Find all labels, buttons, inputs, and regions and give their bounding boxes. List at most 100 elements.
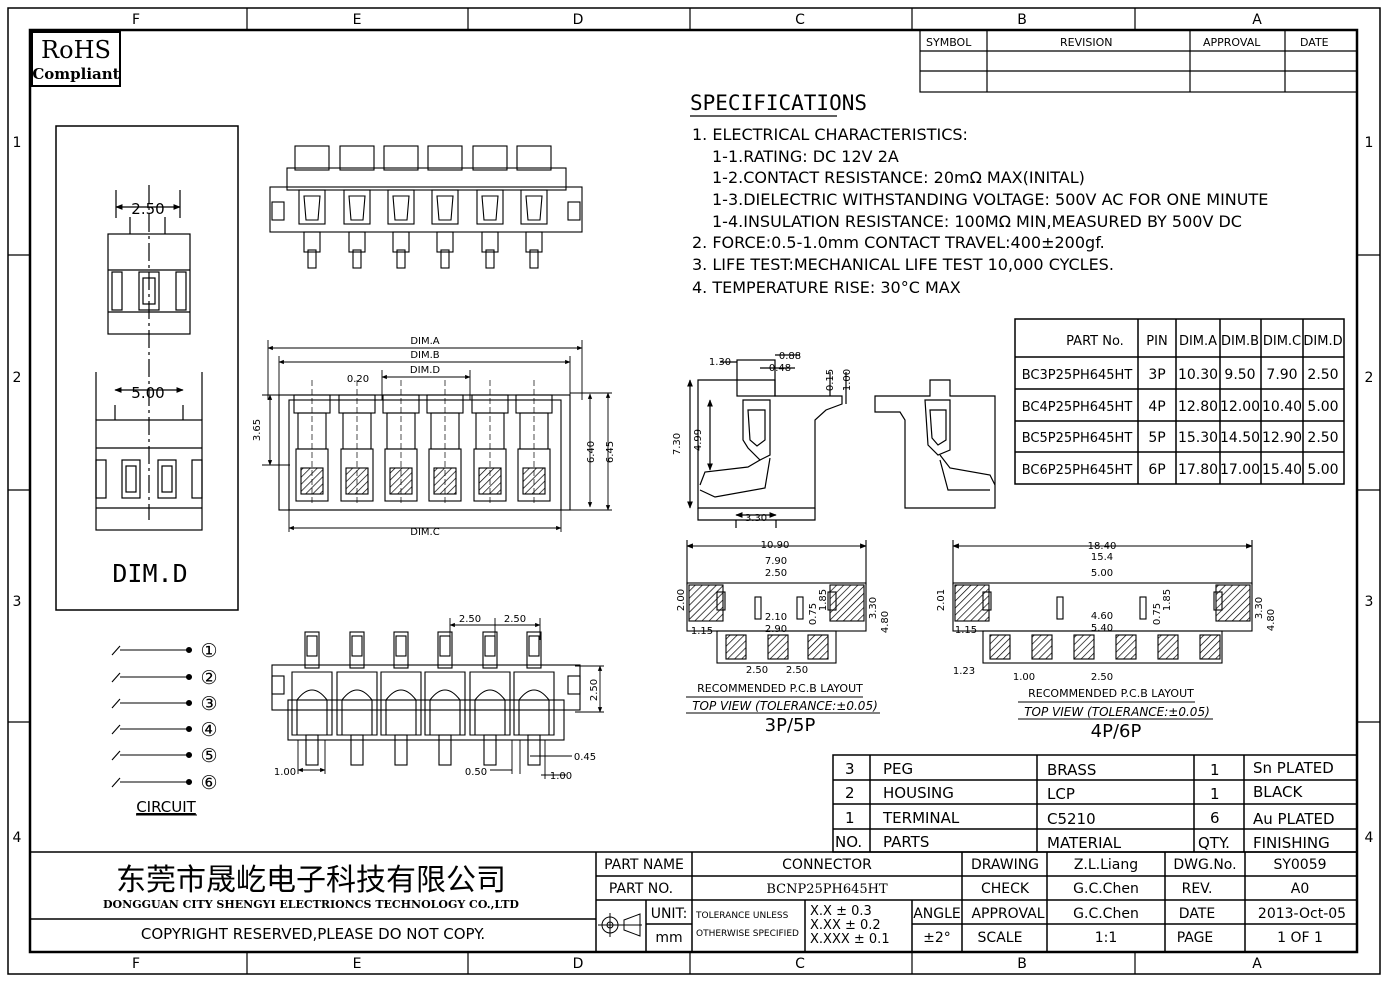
pin-cap: [383, 145, 419, 171]
pcb35-dim: 2.50: [786, 665, 808, 676]
dim-d-bottom-value: 5.00: [131, 384, 164, 402]
pcb-peg-pad-right: [1215, 584, 1251, 622]
zone-col-top-e: E: [353, 12, 362, 28]
tolerance-label-2: OTHERWISE SPECIFIED: [696, 929, 799, 939]
approval-value: G.C.Chen: [1073, 906, 1139, 922]
connector-side-view-2: [874, 379, 996, 509]
zone-col-top-f: F: [132, 12, 140, 28]
bom-cell: C5210: [1047, 810, 1096, 828]
pcb-layout-4p6p: [952, 540, 1253, 664]
tolerance-label-1: TOLERANCE UNLESS: [695, 911, 789, 921]
part-cell: 15.30: [1178, 430, 1218, 446]
bottom-height: 2.50: [589, 679, 600, 701]
connector-bottom-view: [271, 631, 581, 766]
bom-header: MATERIAL: [1047, 834, 1122, 852]
pin-bottom: [438, 734, 452, 766]
bom-header: QTY.: [1198, 834, 1230, 852]
solder-pad: [807, 634, 829, 660]
rohs-title: RoHS: [41, 36, 111, 64]
bom-cell: 1: [1210, 785, 1220, 803]
dim-d-panel: 2.50 5.00 DIM.D: [55, 125, 239, 611]
part-no-value: BCNP25PH645HT: [766, 882, 888, 897]
pcb46-caption-2: TOP VIEW (TOLERANCE:±0.05): [1024, 705, 1210, 719]
pin-slot: [439, 635, 451, 657]
bom-cell: TERMINAL: [882, 809, 960, 827]
pin-cap: [472, 145, 508, 171]
part-cell: 12.90: [1262, 430, 1302, 446]
pin-tail: [436, 231, 454, 253]
tolerance-value-1: X.X ± 0.3: [810, 904, 872, 919]
cell-dome: [474, 689, 506, 736]
switch-arm: [111, 645, 121, 656]
part-number-table: PART No. PIN DIM.A DIM.B DIM.C DIM.D BC3…: [1014, 318, 1345, 485]
pcb46-dim: 2.50: [1091, 672, 1113, 683]
pcb-peg-pad-right: [829, 584, 865, 622]
pin-top: [482, 631, 498, 669]
pin-tail: [481, 231, 499, 253]
pin-slot: [484, 635, 496, 657]
terminal-dot: [185, 725, 193, 733]
peg-slot-right: [827, 591, 837, 611]
pin-tip: [440, 249, 450, 269]
dim-d-ref-label: DIM.D: [410, 365, 440, 376]
pcb35-dim: 10.90: [761, 540, 790, 551]
solder-pad: [1199, 634, 1221, 660]
height-365-value: 3.65: [252, 419, 263, 441]
angle-value: ±2°: [923, 930, 951, 946]
peg-right: [567, 201, 581, 221]
pcb35-dim: 2.50: [765, 568, 787, 579]
pin-tip: [307, 249, 317, 269]
pcb46-dim: 15.4: [1091, 552, 1113, 563]
title-block: 东莞市晟屹电子科技有限公司 DONGGUAN CITY SHENGYI ELEC…: [30, 851, 1357, 952]
rev-value: A0: [1291, 881, 1309, 897]
spec-line: 4. TEMPERATURE RISE: 30°C MAX: [692, 278, 961, 297]
pin-number: ②: [200, 667, 217, 689]
solder-pad: [725, 634, 747, 660]
rohs-subtitle: Compliant: [32, 65, 119, 83]
circuit-label: CIRCUIT: [136, 798, 196, 816]
side-dim-048: 0.48: [769, 363, 791, 374]
pin-bottom: [527, 734, 541, 766]
part-name-label: PART NAME: [604, 857, 684, 873]
pin-tail: [525, 231, 543, 253]
zone-row-left-3: 3: [13, 594, 22, 610]
peg-left: [271, 675, 285, 695]
pin-bottom: [483, 734, 497, 766]
inner-border: [28, 28, 1359, 954]
solder-pad: [1031, 634, 1053, 660]
pin-bottom: [305, 734, 319, 766]
zone-col-top-b: B: [1017, 12, 1027, 28]
pin-tail: [348, 231, 366, 253]
bom-cell: PEG: [883, 760, 913, 778]
side-dim-499: 4.99: [693, 429, 704, 451]
zone-col-top-a: A: [1252, 12, 1262, 28]
part-cell: 9.50: [1224, 367, 1255, 383]
part-cell: 2.50: [1307, 367, 1338, 383]
pcb35-dim: 2.00: [676, 589, 687, 611]
zone-row-right-3: 3: [1365, 594, 1374, 610]
switch-arm: [111, 672, 121, 683]
zone-row-left-4: 4: [13, 830, 22, 846]
pcb46-caption: RECOMMENDED P.C.B LAYOUT: [1028, 687, 1194, 700]
bottom-w1: 1.00: [274, 767, 296, 778]
pin-tail: [303, 231, 321, 253]
pcb46-dim: 2.01: [936, 589, 947, 611]
zone-col-bottom-c: C: [795, 956, 805, 972]
cell: [291, 671, 333, 736]
spec-line: 1-4.INSULATION RESISTANCE: 100MΩ MIN,MEA…: [712, 212, 1242, 231]
part-cell: 3P: [1148, 367, 1165, 383]
pin-number: ⑤: [200, 745, 217, 767]
part-header: PART No.: [1066, 334, 1124, 349]
solder-pad: [1115, 634, 1137, 660]
housing-inner: [288, 399, 562, 511]
bom-cell: 1: [1210, 761, 1220, 779]
part-cell: 17.00: [1220, 462, 1260, 478]
pin-slot: [528, 635, 540, 657]
pcb-layout-3p5p: [686, 540, 867, 664]
cell: [424, 671, 466, 736]
pin-cap: [339, 145, 375, 171]
part-cell: 10.40: [1262, 399, 1302, 415]
projection-symbol-icon: [598, 913, 642, 937]
pcb35-dim: 4.80: [880, 611, 891, 633]
